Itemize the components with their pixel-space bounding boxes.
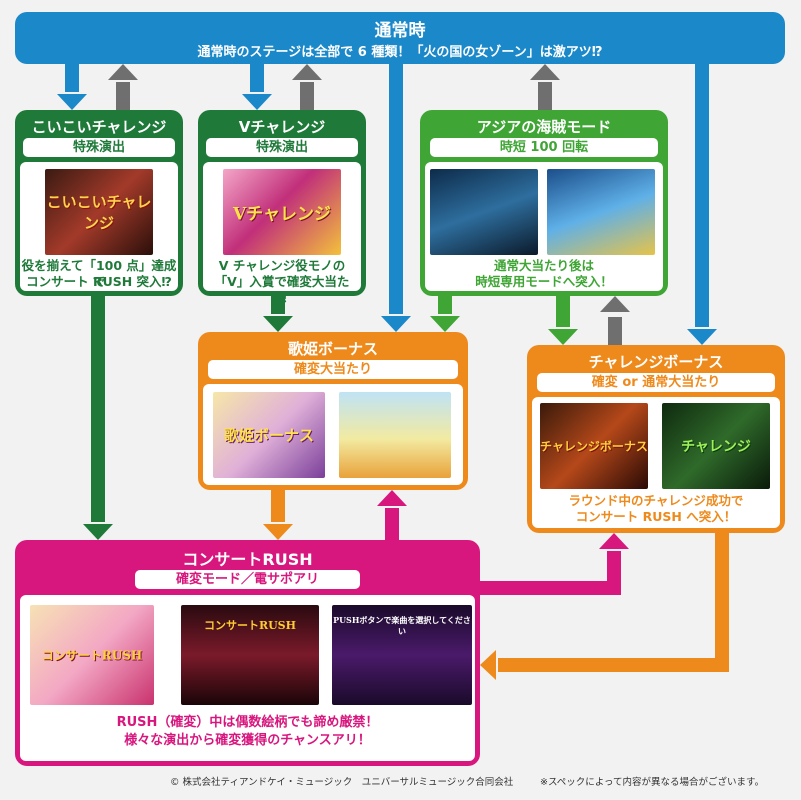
footer-copyright: © 株式会社ティアンドケイ・ミュージック ユニバーサルミュージック合同会社 [170,777,514,788]
pirate-desc-1: 通常大当たり後は [493,258,594,273]
koikoi-challenge-box: こいこいチャレンジ 特殊演出 こいこいチャレンジ 役を揃えて「100 点」達成で… [15,110,183,296]
rush-screenshot-3: PUSHボタンで楽曲を選択してください [332,605,472,705]
green-v-to-utahime-head [263,316,293,332]
challenge-bonus-label: 確変 or 通常大当たり [537,373,775,392]
rush-desc-1: RUSH（確変）中は偶数絵柄でも諦め厳禁！ [116,715,379,730]
rush-label: 確変モード／電サポアリ [135,570,360,589]
lightgreen-pirate-to-challenge-head [548,329,578,345]
challenge-bonus-screenshot-1: チャレンジボーナス [540,403,648,489]
blue-to-utahime-head [381,316,411,332]
v-challenge-desc-2: 「V」入賞で確変大当たり！ [214,274,350,305]
gray-from-challenge-head [600,296,630,312]
challenge-bonus-screenshot-2: チャレンジ [662,403,770,489]
magenta-rush-to-utahime-head [377,490,407,506]
challenge-bonus-image-2-text: チャレンジ [681,439,751,455]
orange-utahime-to-rush-head [263,524,293,540]
rush-screenshot-2: コンサートRUSH [181,605,319,705]
utahime-image-text: 歌姫ボーナス [223,426,314,445]
rush-image-1-text: コンサートRUSH [41,648,143,663]
gray-from-pirate-head [530,64,560,80]
koikoi-desc-2: コンサート RUSH 突入⁉ [26,274,172,289]
challenge-bonus-desc-2: コンサート RUSH へ突入！ [575,509,737,524]
magenta-rush-to-challenge [480,551,621,595]
blue-to-challenge-head [687,329,717,345]
pirate-desc-2: 時短専用モードへ突入！ [475,274,613,289]
koikoi-title: こいこいチャレンジ [31,118,167,136]
koikoi-label: 特殊演出 [23,138,175,157]
v-challenge-image-text: Vチャレンジ [232,204,332,225]
challenge-bonus-panel: チャレンジボーナス チャレンジ ラウンド中のチャレンジ成功で コンサート RUS… [532,397,780,528]
pirate-screenshot-1 [430,169,538,255]
gray-from-v-head [292,64,322,80]
challenge-bonus-title: チャレンジボーナス [588,353,724,371]
challenge-bonus-box: チャレンジボーナス 確変 or 通常大当たり チャレンジボーナス チャレンジ ラ… [527,345,785,533]
rush-desc-2: 様々な演出から確変獲得のチャンスアリ！ [124,733,371,748]
pirate-mode-box: アジアの海賊モード 時短 100 回転 通常大当たり後は 時短専用モードへ突入！ [420,110,668,296]
rush-image-3-text: PUSHボタンで楽曲を選択してください [333,615,471,636]
pirate-panel: 通常大当たり後は 時短専用モードへ突入！ [425,162,663,291]
pirate-screenshot-2 [547,169,655,255]
utahime-screenshot-2 [339,392,451,478]
v-challenge-desc-1: V チャレンジ役モノの [218,258,346,273]
orange-challenge-to-rush-head [480,650,496,680]
pirate-label: 時短 100 回転 [430,138,658,157]
footer-note: ※スペックによって内容が異なる場合がございます。 [540,777,765,788]
koikoi-image-text: こいこいチャレンジ [46,193,152,232]
orange-challenge-to-rush [498,533,729,672]
utahime-screenshot-1: 歌姫ボーナス [213,392,325,478]
lightgreen-pirate-to-utahime-head [430,316,460,332]
koikoi-panel: こいこいチャレンジ 役を揃えて「100 点」達成で コンサート RUSH 突入⁉ [20,162,178,291]
v-challenge-title: Vチャレンジ [238,118,326,136]
utahime-label: 確変大当たり [208,360,458,379]
rush-screenshot-1: コンサートRUSH [30,605,154,705]
gray-from-koikoi-head [108,64,138,80]
concert-rush-box: コンサートRUSH 確変モード／電サポアリ コンサートRUSH コンサートRUS… [15,540,480,766]
v-challenge-screenshot: Vチャレンジ [223,169,341,255]
challenge-bonus-desc-1: ラウンド中のチャレンジ成功で [568,493,744,508]
normal-title: 通常時 [374,21,426,41]
rush-image-2-text: コンサートRUSH [203,619,297,632]
utahime-title: 歌姫ボーナス [287,340,378,358]
pirate-title: アジアの海賊モード [476,118,612,136]
normal-subtitle: 通常時のステージは全部で 6 種類！「火の国の女ゾーン」は激アツ⁉ [197,45,603,60]
rush-title: コンサートRUSH [182,550,313,569]
koikoi-desc-1: 役を揃えて「100 点」達成で [21,258,177,289]
v-challenge-box: Vチャレンジ 特殊演出 Vチャレンジ V チャレンジ役モノの 「V」入賞で確変大… [198,110,366,305]
v-challenge-label: 特殊演出 [206,138,358,157]
blue-to-koikoi-head [57,94,87,110]
rush-panel: コンサートRUSH コンサートRUSH PUSHボタンで楽曲を選択してください … [20,595,475,761]
challenge-bonus-image-1-text: チャレンジボーナス [540,439,648,454]
magenta-rush-to-challenge-head [599,533,629,549]
normal-box: 通常時 通常時のステージは全部で 6 種類！「火の国の女ゾーン」は激アツ⁉ [15,12,785,64]
blue-to-v-head [242,94,272,110]
v-challenge-panel: Vチャレンジ V チャレンジ役モノの 「V」入賞で確変大当たり！ [203,162,361,305]
koikoi-screenshot: こいこいチャレンジ [45,169,153,255]
utahime-panel: 歌姫ボーナス [203,384,463,485]
utahime-bonus-box: 歌姫ボーナス 確変大当たり 歌姫ボーナス [198,332,468,490]
green-koikoi-to-rush-head [83,524,113,540]
